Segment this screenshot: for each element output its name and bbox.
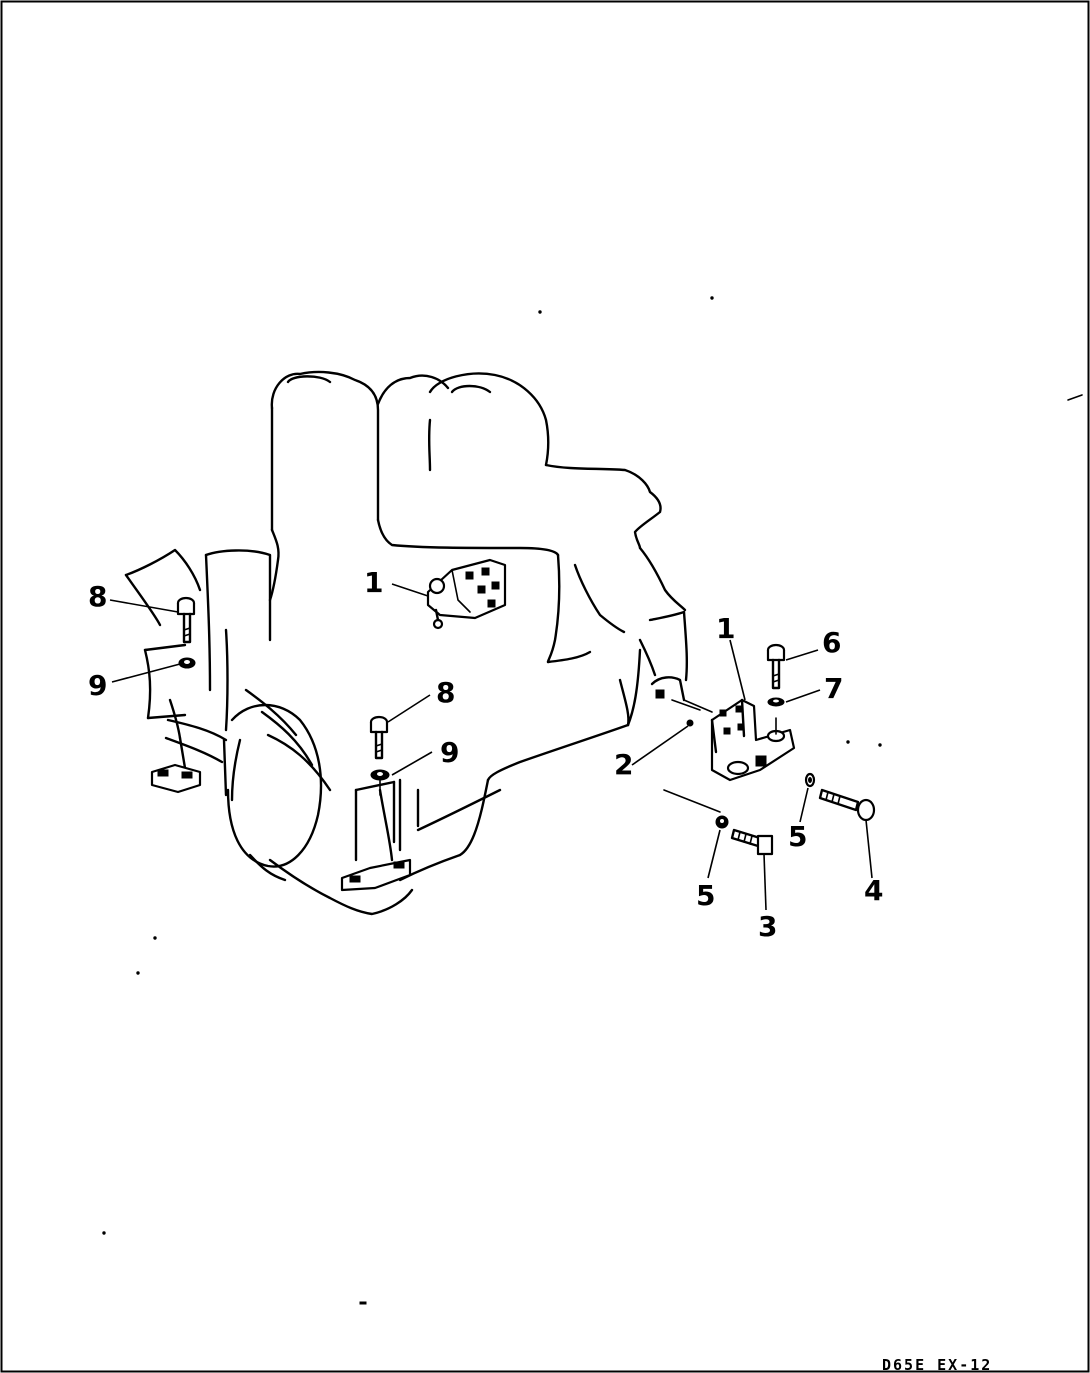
engine-block-drawing [102, 296, 1083, 1305]
callout-8-left: 8 [88, 580, 107, 613]
callout-5-right: 5 [788, 820, 807, 853]
callout-3: 3 [758, 910, 777, 943]
bolt-4 [818, 788, 876, 822]
callout-2: 2 [614, 748, 633, 781]
callout-9-mid: 9 [440, 736, 459, 769]
leader-lines [109, 583, 873, 911]
callout-6: 6 [822, 626, 841, 659]
bolt-6 [766, 643, 786, 690]
callout-4: 4 [864, 874, 883, 907]
callout-labels: 1 1 8 9 8 9 6 7 2 5 4 5 3 [88, 566, 883, 943]
callout-1-right: 1 [716, 612, 735, 645]
callout-7: 7 [824, 672, 843, 705]
callout-5-lower: 5 [696, 879, 715, 912]
callout-1-left: 1 [364, 566, 383, 599]
left-bolt-washer [176, 596, 196, 669]
callout-9-left: 9 [88, 669, 107, 702]
sheet-code: D65E EX-12 [882, 1356, 992, 1373]
injection-pump-bracket-installed [426, 558, 507, 630]
center-bolt-washer [369, 715, 390, 796]
washer-5-right [804, 772, 816, 788]
bolt-3 [730, 828, 774, 856]
callout-8-mid: 8 [436, 676, 455, 709]
exploded-mount-bracket [650, 676, 796, 813]
